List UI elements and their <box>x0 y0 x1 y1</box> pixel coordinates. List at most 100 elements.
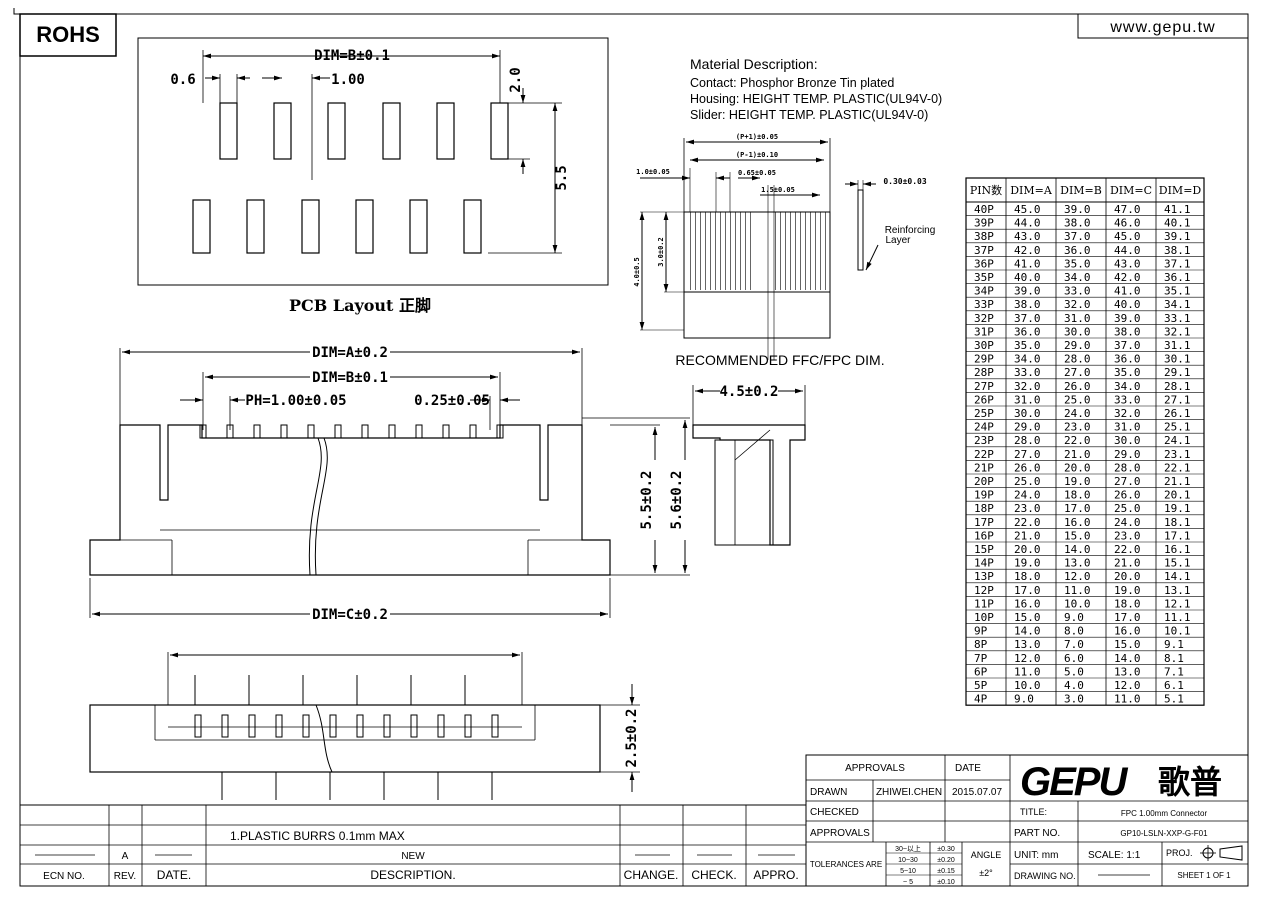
pin-slot <box>410 714 418 738</box>
dim-table-cell: 41.0 <box>1114 285 1141 298</box>
tb-drawn-date: 2015.07.07 <box>952 787 1002 798</box>
bottom-view-pins <box>194 675 499 800</box>
dim-table-cell: 10.1 <box>1164 625 1191 638</box>
dim-table-cell: 34.1 <box>1164 298 1191 311</box>
dim-table-cell: 37.0 <box>1064 230 1091 243</box>
dim-table-cell: 6.0 <box>1064 652 1084 665</box>
contact-pin <box>388 424 396 439</box>
dim-table-cell: 37P <box>974 244 994 257</box>
contact-pin <box>226 424 234 439</box>
tb-angle: ANGLE <box>971 850 1002 860</box>
dim-table-cell: 33P <box>974 298 994 311</box>
dim-table-cell: 23P <box>974 434 994 447</box>
dim-table-cell: 39.1 <box>1164 230 1191 243</box>
dim-table-cell: 29.0 <box>1114 448 1141 461</box>
dim-table-cell: 33.1 <box>1164 312 1191 325</box>
tb-proj: PROJ. <box>1166 848 1193 858</box>
dim-table-cell: 8.1 <box>1164 652 1184 665</box>
dim-table-cell: 12P <box>974 584 994 597</box>
dim-table-cell: 34.0 <box>1064 271 1091 284</box>
dim-table-cell: 16.0 <box>1014 597 1041 610</box>
dim-table-cell: 46.0 <box>1114 217 1141 230</box>
dim-table-cell: 17.0 <box>1064 502 1091 515</box>
dim-table-cell: 14.0 <box>1064 543 1091 556</box>
rev-header-rev: REV. <box>114 871 136 882</box>
tb-angle-value: ±2° <box>979 868 993 878</box>
dim-c-label: DIM=C±0.2 <box>312 607 388 623</box>
pcb-pad <box>327 102 346 160</box>
revision-text: 1.PLASTIC BURRS 0.1mm MAX A NEW ECN NO. … <box>43 829 799 882</box>
pin-slot <box>302 714 310 738</box>
tb-checked: CHECKED <box>810 807 859 818</box>
dim-table-cell: 25.0 <box>1014 475 1041 488</box>
dim-table-cell: 25P <box>974 407 994 420</box>
dim-table-cell: 29P <box>974 353 994 366</box>
rev-header-check: CHECK. <box>691 868 736 882</box>
tb-part-label: PART NO. <box>1014 828 1060 839</box>
dim-table-cell: 27.1 <box>1164 393 1191 406</box>
dim-a-label: DIM=A±0.2 <box>312 345 388 361</box>
dim-table-cell: 24.0 <box>1064 407 1091 420</box>
fpc-view: (P+1)±0.05 (P-1)±0.10 1.0±0.05 0.65±0.05… <box>633 133 935 368</box>
material-line-housing: Housing: HEIGHT TEMP. PLASTIC(UL94V-0) <box>690 92 942 106</box>
dim-table-cell: 11.1 <box>1164 611 1191 624</box>
dim-table-cell: 20.0 <box>1014 543 1041 556</box>
dim-table-header: DIM=D <box>1159 184 1202 197</box>
rev-header-description: DESCRIPTION. <box>370 868 455 882</box>
contact-pin <box>469 424 477 439</box>
dim-table-cell: 17.1 <box>1164 529 1191 542</box>
dim-table-cell: 13.1 <box>1164 584 1191 597</box>
dim-table-cell: 22P <box>974 448 994 461</box>
dim-table-cell: 24.1 <box>1164 434 1191 447</box>
dim-table-cell: 16.1 <box>1164 543 1191 556</box>
fpc-d065-label: 0.65±0.05 <box>738 169 776 177</box>
tb-approvals: APPROVALS <box>845 763 905 774</box>
dim-table-cell: 13P <box>974 570 994 583</box>
tb-sheet: SHEET 1 OF 1 <box>1177 871 1231 880</box>
pcb-pad <box>463 199 482 254</box>
dim-table-cell: 8.0 <box>1064 625 1084 638</box>
depth-label: 4.5±0.2 <box>719 384 778 400</box>
gepu-logo-cn: 歌普 <box>1158 763 1222 801</box>
dim-table-cell: 21.0 <box>1064 448 1091 461</box>
dim-table-cell: 35P <box>974 271 994 284</box>
dim-table-cell: 25.0 <box>1064 393 1091 406</box>
dim-table-cell: 10P <box>974 611 994 624</box>
dim-table-cell: 5P <box>974 679 988 692</box>
dim-table-cell: 11P <box>974 597 994 610</box>
pin-width-label: 0.25±0.05 <box>414 393 490 409</box>
dim-table-cell: 7P <box>974 652 988 665</box>
dim-table-cell: 20.1 <box>1164 489 1191 502</box>
dim-table-cell: 44.0 <box>1114 244 1141 257</box>
rev-header-date: DATE. <box>157 868 191 882</box>
pcb-pad <box>382 102 401 160</box>
fpc-d15-label: 1.5±0.05 <box>761 186 795 194</box>
dim-table-cell: 35.0 <box>1014 339 1041 352</box>
dim-table-cell: 23.0 <box>1014 502 1041 515</box>
dim-table-cell: 47.0 <box>1114 203 1141 216</box>
fpc-p-1-label: (P-1)±0.10 <box>736 151 778 159</box>
dim-table-cell: 14.0 <box>1114 652 1141 665</box>
tb-title: FPC 1.00mm Connector <box>1121 809 1208 818</box>
bottom-height-label: 2.5±0.2 <box>624 708 640 767</box>
dim-table-cell: 37.0 <box>1014 312 1041 325</box>
fpc-caption: RECOMMENDED FFC/FPC DIM. <box>675 352 884 368</box>
tb-tol-value-2: ±0.15 <box>937 868 955 875</box>
pin-slot <box>221 714 229 738</box>
dim-table-cell: 10.0 <box>1064 597 1091 610</box>
dim-table-cell: 39P <box>974 217 994 230</box>
dim-table-cell: 30.1 <box>1164 353 1191 366</box>
pitch-label: PH=1.00±0.05 <box>245 393 346 409</box>
dim-table-cell: 42.0 <box>1114 271 1141 284</box>
dim-table-cell: 21.1 <box>1164 475 1191 488</box>
dim-table-cell: 4.0 <box>1064 679 1084 692</box>
dim-table-cell: 13.0 <box>1014 638 1041 651</box>
contact-pin <box>280 424 288 439</box>
pin-slot <box>329 714 337 738</box>
pcb-pad <box>436 102 455 160</box>
dim-table-cell: 39.0 <box>1014 285 1041 298</box>
tb-unit: UNIT: mm <box>1014 850 1058 861</box>
dim-table-cell: 29.0 <box>1014 421 1041 434</box>
dim-table-cell: 21.0 <box>1014 529 1041 542</box>
dim-table-cell: 40P <box>974 203 994 216</box>
